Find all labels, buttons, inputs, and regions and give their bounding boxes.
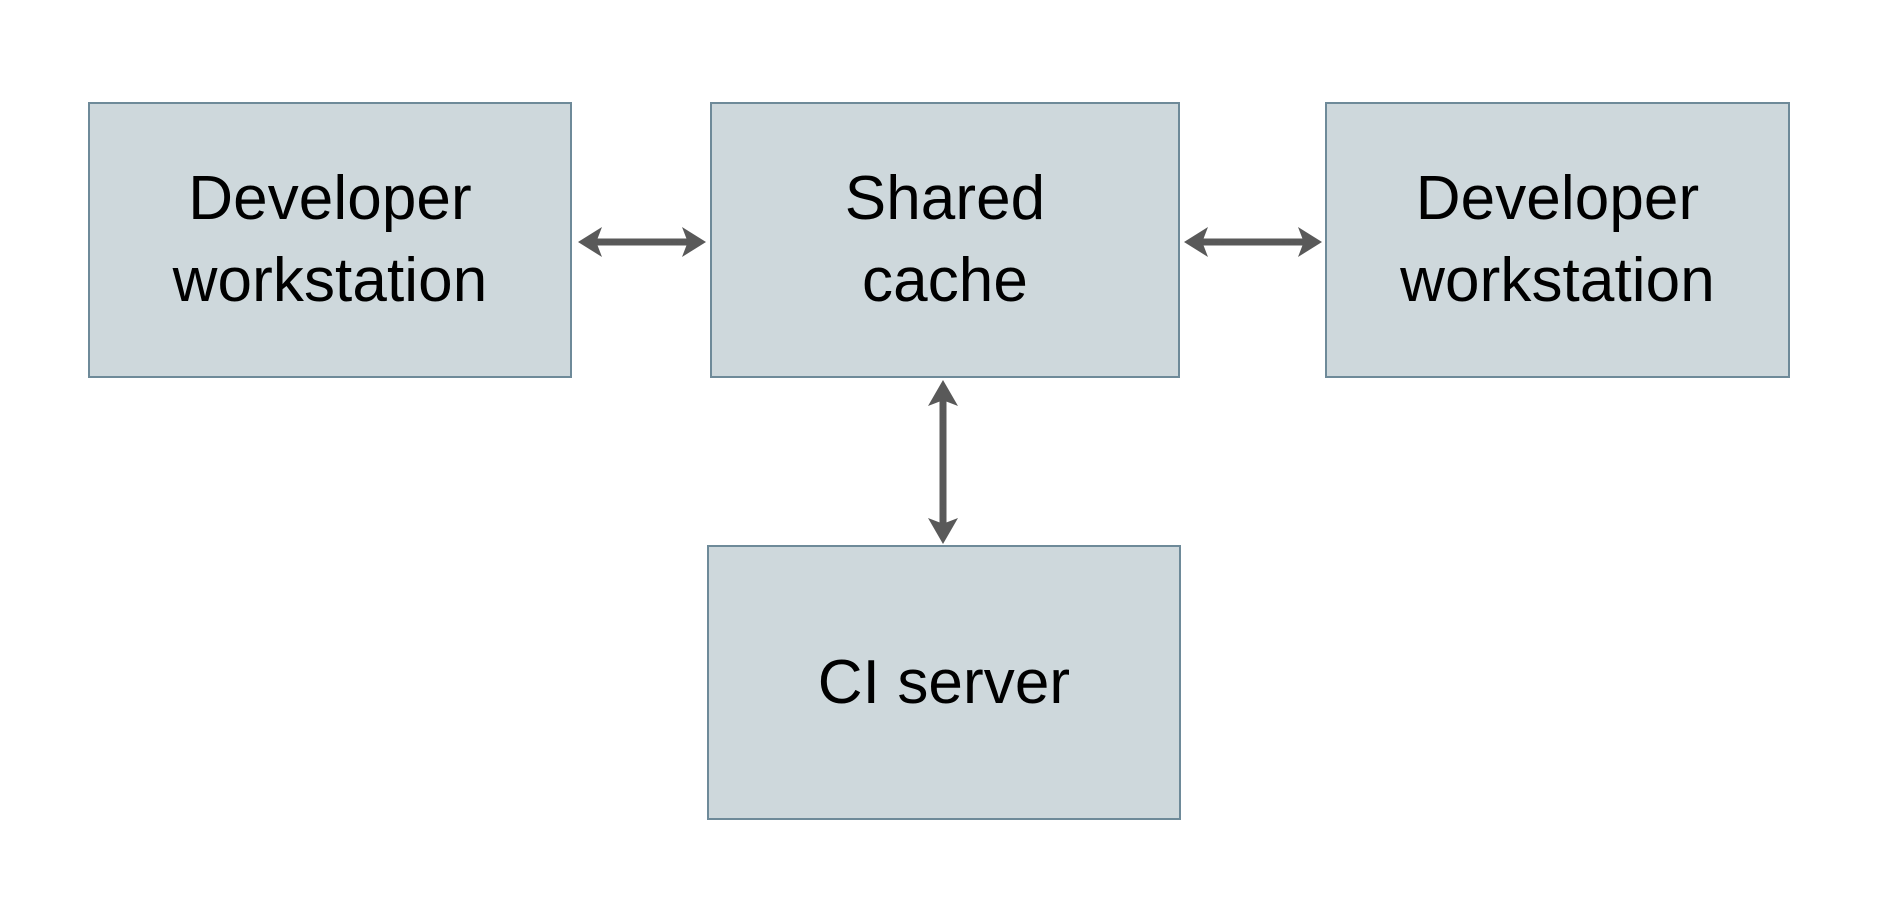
node-developer-workstation-right[interactable]: Developer workstation [1325,102,1790,378]
node-label-developer-workstation-left: Developer workstation [172,164,488,315]
node-label-shared-cache: Shared cache [844,164,1046,315]
node-ci-server[interactable]: CI server [707,545,1181,820]
edge-shared-cache-to-right-workstation [1178,214,1328,270]
edge-left-workstation-to-shared-cache [572,214,712,270]
node-label-ci-server: CI server [817,647,1071,717]
node-label-developer-workstation-right: Developer workstation [1400,164,1715,315]
node-shared-cache[interactable]: Shared cache [710,102,1180,378]
edge-shared-cache-to-ci-server [915,376,971,548]
double-headed-arrow-horizontal-icon [578,227,706,257]
node-developer-workstation-left[interactable]: Developer workstation [88,102,572,378]
double-headed-arrow-horizontal-icon [1184,227,1322,257]
double-headed-arrow-vertical-icon [928,380,958,544]
